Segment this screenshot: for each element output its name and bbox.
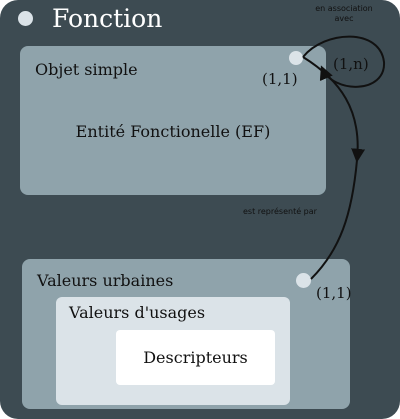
objet-simple-label: Objet simple: [35, 60, 138, 79]
association-cardinality: (1,n): [333, 55, 369, 73]
valeurs-usages-label: Valeurs d'usages: [69, 303, 206, 322]
entite-fonctionnelle-label: Entité Fonctionelle (EF): [75, 122, 271, 141]
descripteurs-label: Descripteurs: [143, 348, 248, 367]
valeurs-connector-dot: [296, 273, 311, 288]
valeurs-urbaines-label: Valeurs urbaines: [37, 271, 174, 290]
descripteurs-box: Descripteurs: [116, 330, 275, 385]
association-label-line1: en association: [315, 4, 373, 13]
diagram-title: Fonction: [52, 4, 163, 33]
objet-cardinality: (1,1): [262, 70, 298, 88]
association-label-line2: avec: [334, 14, 354, 23]
objet-simple-box: [20, 46, 326, 195]
objet-connector-dot: [289, 51, 303, 65]
association-label: en association avec: [300, 4, 388, 24]
valeurs-cardinality: (1,1): [316, 284, 352, 302]
title-bullet: [18, 11, 33, 26]
represente-par-label: est représenté par: [243, 207, 317, 216]
